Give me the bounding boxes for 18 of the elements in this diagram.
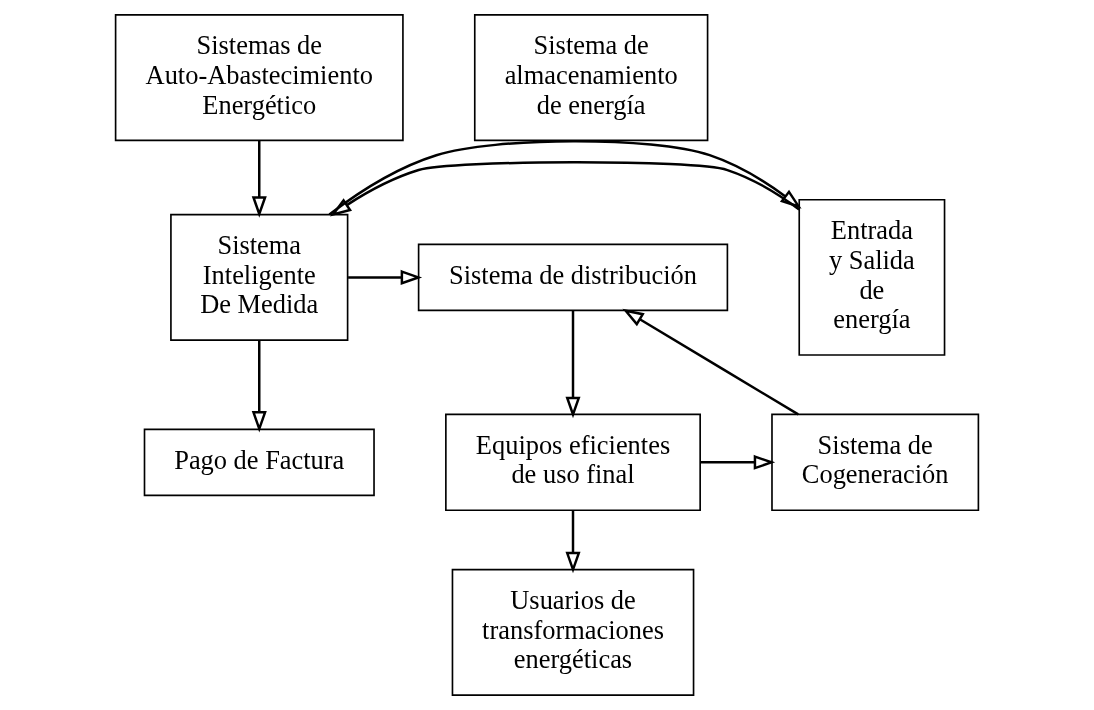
node-box: Sistemas de Auto-Abastecimiento Energético [114, 14, 404, 142]
node-box: Equipos eficientes de uso final [445, 413, 701, 512]
node-box: Sistema de almacenamiento de energía [473, 14, 709, 142]
node-box: Sistema Inteligente De Medida [170, 213, 349, 341]
arrow [251, 140, 267, 218]
arrow [348, 269, 423, 285]
node-box: Sistema de Cogeneración [771, 413, 980, 512]
node-box: Usuarios de transformaciones energéticas [451, 568, 695, 696]
arrow [251, 340, 267, 433]
arrow [328, 139, 802, 216]
arrow [330, 161, 800, 217]
node-box: Sistema de distribución [417, 243, 729, 312]
arrow [700, 454, 776, 470]
arrow [565, 310, 581, 419]
arrow [622, 308, 799, 416]
node-box: Pago de Factura [143, 428, 375, 497]
node-box: Entrada y Salida de energía [798, 198, 946, 356]
arrow [565, 510, 581, 574]
